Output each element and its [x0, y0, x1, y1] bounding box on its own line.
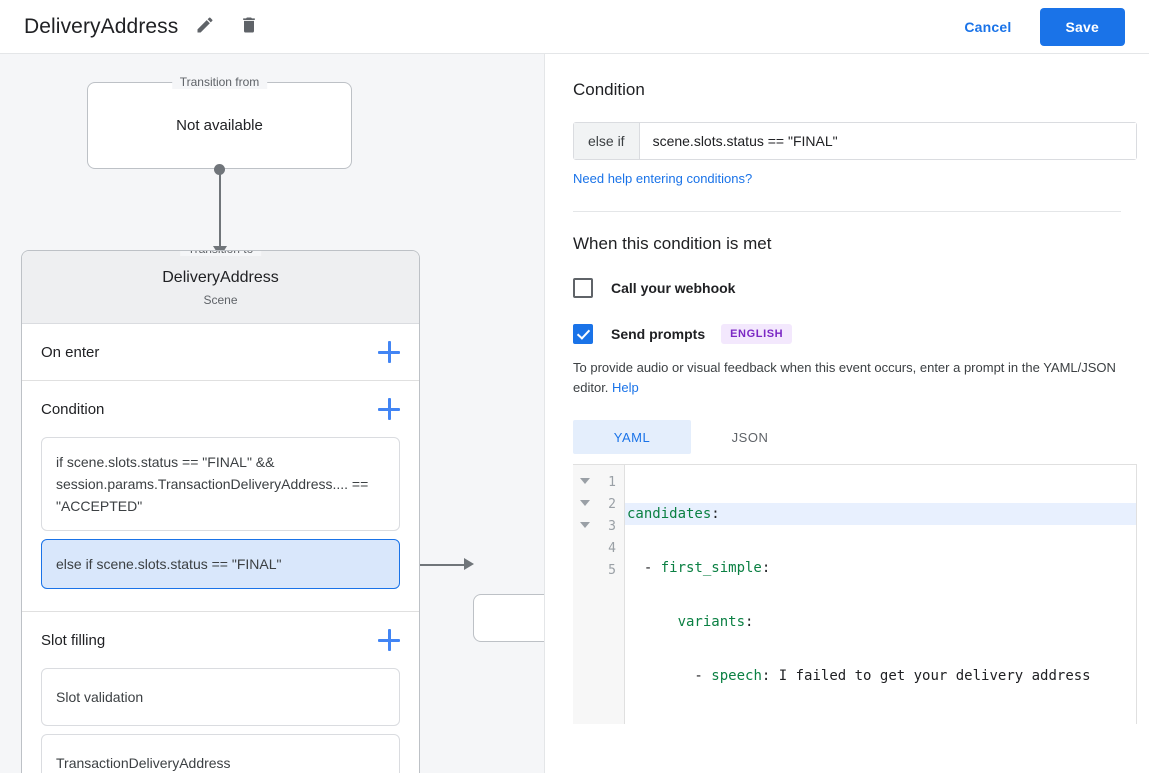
send-prompts-checkbox-row[interactable]: Send prompts ENGLISH [573, 324, 1121, 344]
code-line[interactable]: - speech: I failed to get your delivery … [625, 665, 1136, 687]
add-slot-filling-icon[interactable] [378, 629, 400, 651]
send-prompts-checkbox[interactable] [573, 324, 593, 344]
line-number: 3 [608, 518, 616, 534]
condition-prefix-label: else if [574, 123, 640, 159]
transition-from-title: Not available [176, 117, 263, 134]
transition-to-header[interactable]: DeliveryAddress Scene [22, 251, 419, 324]
code-line[interactable]: candidates: [625, 503, 1136, 525]
section-on-enter: On enter [22, 324, 419, 381]
cancel-button[interactable]: Cancel [950, 10, 1025, 44]
transition-to-subtitle: Scene [203, 293, 238, 307]
code-editor[interactable]: 1 2 3 4 5 [573, 464, 1137, 724]
line-number: 5 [608, 562, 616, 578]
prompts-hint-text: To provide audio or visual feedback when… [573, 360, 1116, 395]
code-line-text: - first_simple: [627, 560, 771, 576]
code-line[interactable]: variants: [625, 611, 1136, 633]
section-slot-filling-header: Slot filling [41, 612, 400, 668]
line-number: 2 [608, 496, 616, 512]
gutter-line[interactable]: 4 [573, 537, 624, 559]
gutter-line[interactable]: 3 [573, 515, 624, 537]
condition-chip-selected[interactable]: else if scene.slots.status == "FINAL" [41, 539, 400, 589]
webhook-checkbox[interactable] [573, 278, 593, 298]
save-button[interactable]: Save [1039, 7, 1125, 46]
section-on-enter-header: On enter [41, 324, 400, 380]
webhook-checkbox-row[interactable]: Call your webhook [573, 278, 1121, 298]
transition-to-card: Transition to DeliveryAddress Scene On e… [21, 250, 420, 773]
condition-section: Condition else if Need help entering con… [545, 54, 1149, 212]
section-condition-title: Condition [41, 400, 105, 418]
connector-arrowhead-condition [464, 558, 474, 570]
delete-button[interactable] [232, 10, 266, 44]
condition-expression-input[interactable] [639, 123, 1136, 159]
condition-chip[interactable]: if scene.slots.status == "FINAL" && sess… [41, 437, 400, 531]
section-slot-filling: Slot filling Slot validation Transaction… [22, 612, 419, 773]
send-prompts-label: Send prompts [611, 326, 706, 342]
when-condition-met-section: When this condition is met Call your web… [545, 212, 1149, 724]
gutter-line[interactable]: 5 [573, 559, 624, 581]
language-badge: ENGLISH [721, 324, 793, 344]
editor-format-tabs: YAML JSON [573, 420, 1121, 454]
webhook-label: Call your webhook [611, 280, 736, 296]
page-title: DeliveryAddress [24, 14, 179, 38]
slot-validation-chip[interactable]: Slot validation [41, 668, 400, 726]
pencil-icon [195, 15, 215, 38]
line-number: 4 [608, 540, 616, 556]
tab-yaml[interactable]: YAML [573, 420, 691, 454]
gutter-line[interactable]: 2 [573, 493, 624, 515]
section-condition: Condition if scene.slots.status == "FINA… [22, 381, 419, 612]
edit-button[interactable] [188, 10, 222, 44]
when-met-heading: When this condition is met [573, 234, 772, 253]
slot-transaction-chip[interactable]: TransactionDeliveryAddress [41, 734, 400, 773]
section-slot-filling-title: Slot filling [41, 631, 106, 649]
trash-icon [239, 15, 259, 38]
transition-to-legend: Transition to [179, 251, 262, 256]
prompts-help-link[interactable]: Help [612, 380, 639, 395]
transition-to-name: DeliveryAddress [162, 269, 279, 286]
editor-code-area[interactable]: candidates: - first_simple: variants: - … [625, 465, 1136, 724]
linked-target-node[interactable] [473, 594, 544, 642]
connector-line-horizontal [401, 564, 467, 566]
section-condition-body: if scene.slots.status == "FINAL" && sess… [41, 437, 400, 611]
transition-from-node[interactable]: Transition from Not available [87, 75, 352, 169]
condition-help-link[interactable]: Need help entering conditions? [573, 171, 753, 186]
code-line[interactable]: - first_simple: [625, 557, 1136, 579]
condition-heading: Condition [573, 80, 645, 99]
section-condition-header: Condition [41, 381, 400, 437]
code-line[interactable] [625, 719, 1136, 724]
gutter-line[interactable]: 1 [573, 471, 624, 493]
prompts-hint: To provide audio or visual feedback when… [573, 358, 1121, 398]
code-line-text: - speech: I failed to get your delivery … [627, 668, 1091, 684]
section-on-enter-title: On enter [41, 343, 100, 361]
code-line-text: variants: [677, 614, 754, 630]
editor-gutter: 1 2 3 4 5 [573, 465, 625, 724]
details-panel: Condition else if Need help entering con… [545, 54, 1149, 773]
section-slot-filling-body: Slot validation TransactionDeliveryAddre… [41, 668, 400, 773]
connector-line-vertical [219, 169, 221, 249]
tab-json[interactable]: JSON [731, 429, 769, 445]
fold-triangle-icon[interactable] [580, 500, 590, 506]
condition-input-row[interactable]: else if [573, 122, 1137, 160]
top-bar: DeliveryAddress Cancel Save [0, 0, 1149, 54]
panel-divider [573, 211, 1121, 212]
code-line-text: candidates: [627, 506, 720, 522]
flow-canvas[interactable]: Transition from Not available Transition… [0, 54, 545, 773]
transition-from-legend: Transition from [171, 75, 268, 89]
add-condition-icon[interactable] [378, 398, 400, 420]
add-on-enter-icon[interactable] [378, 341, 400, 363]
line-number: 1 [608, 474, 616, 490]
fold-triangle-icon[interactable] [580, 522, 590, 528]
fold-triangle-icon[interactable] [580, 478, 590, 484]
